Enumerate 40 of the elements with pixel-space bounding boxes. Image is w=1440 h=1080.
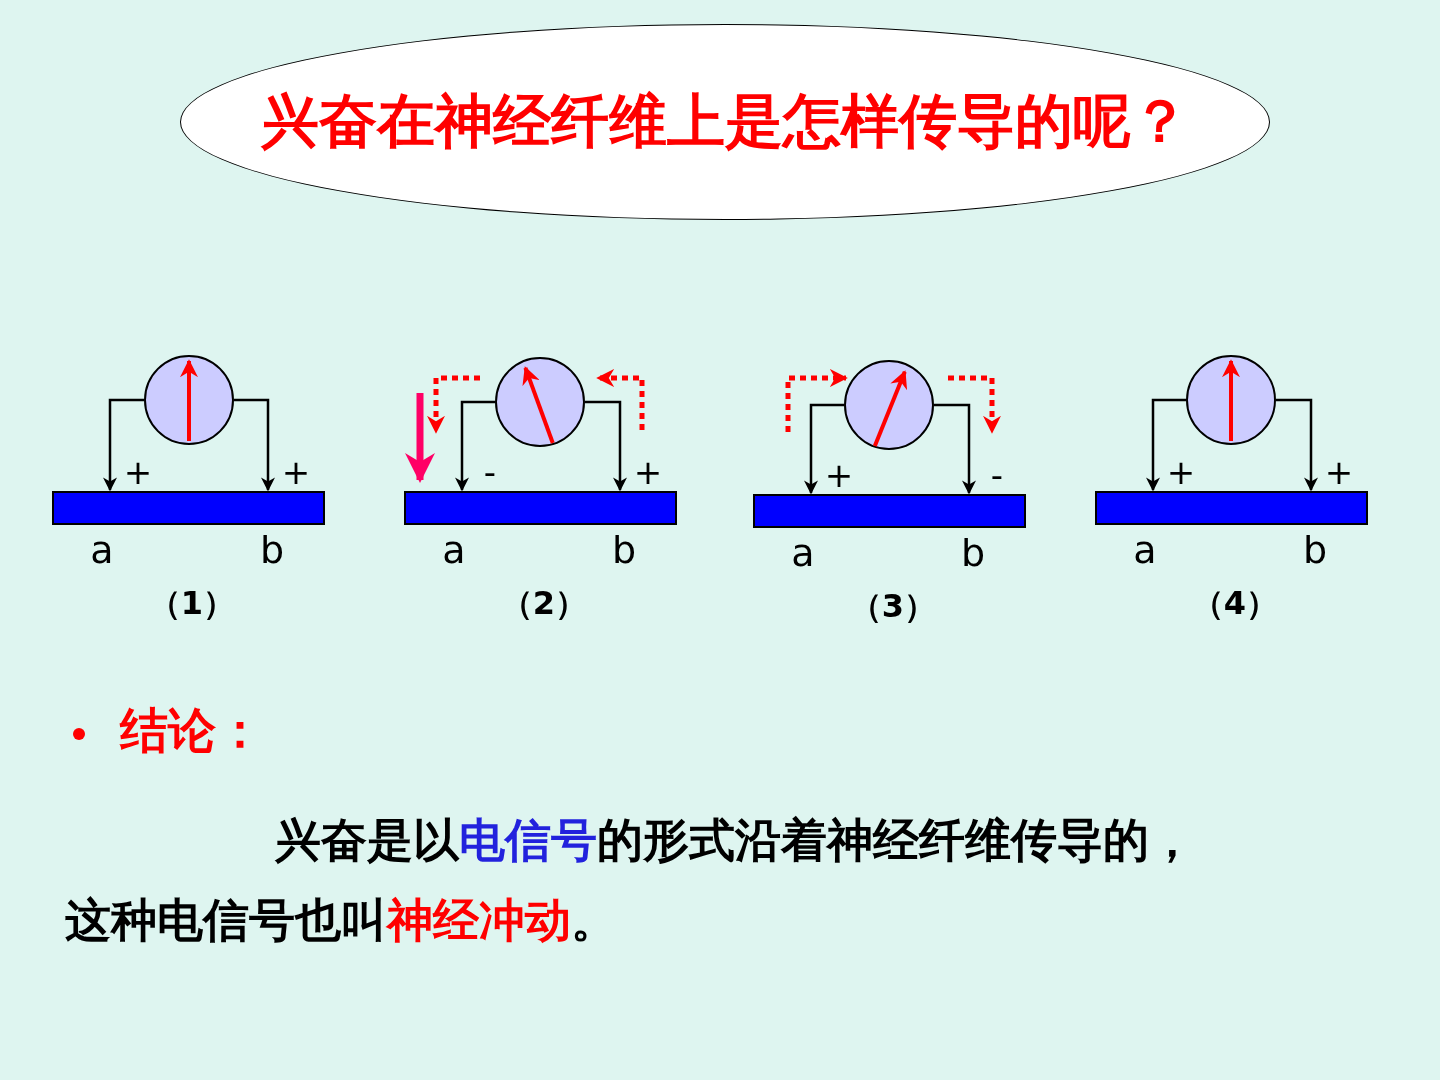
highlighted-term: 电信号 xyxy=(459,813,597,867)
polarity-sign: + xyxy=(633,455,663,489)
conclusion-text: 的形式沿着神经纤维传导的， xyxy=(597,813,1195,867)
wire-arrow xyxy=(1276,398,1318,492)
panel-number: （1） xyxy=(148,587,236,619)
title-text: 兴奋在神经纤维上是怎样传导的呢？ xyxy=(261,86,1189,157)
wire-arrow xyxy=(934,403,976,495)
point-label: a xyxy=(1133,531,1157,569)
polarity-sign: + xyxy=(281,455,311,489)
point-label: a xyxy=(442,531,466,569)
polarity-sign: + xyxy=(123,455,153,489)
point-label: b xyxy=(611,531,637,569)
wire-arrow xyxy=(1146,398,1186,492)
panel-number: （3） xyxy=(849,590,937,622)
nerve-fiber xyxy=(404,491,677,525)
wire-arrow xyxy=(234,398,275,492)
point-label: b xyxy=(960,534,986,572)
polarity-sign: + xyxy=(1166,455,1196,489)
heading-text: 结论： xyxy=(120,706,264,754)
wire-arrow xyxy=(103,398,144,492)
point-label: b xyxy=(1302,531,1328,569)
highlighted-term: 神经冲动 xyxy=(387,893,571,947)
point-label: a xyxy=(791,534,815,572)
point-label: a xyxy=(90,531,114,569)
nerve-fiber xyxy=(52,491,325,525)
nerve-fiber xyxy=(1095,491,1368,525)
polarity-sign: + xyxy=(824,458,854,492)
polarity-sign: + xyxy=(1324,455,1354,489)
nerve-fiber xyxy=(753,494,1026,528)
wire-arrow xyxy=(585,400,627,492)
wire-arrow xyxy=(804,403,844,495)
wire-arrow xyxy=(455,400,495,492)
polarity-sign: - xyxy=(483,455,497,489)
point-label: b xyxy=(259,531,285,569)
panel-number: （4） xyxy=(1191,587,1279,619)
conclusion-text: 这种电信号也叫 xyxy=(65,893,387,947)
panel-number: （2） xyxy=(500,587,588,619)
conclusion-text: 。 xyxy=(571,893,617,947)
conclusion-text: 兴奋是以 xyxy=(275,813,459,867)
polarity-sign: - xyxy=(990,458,1004,492)
